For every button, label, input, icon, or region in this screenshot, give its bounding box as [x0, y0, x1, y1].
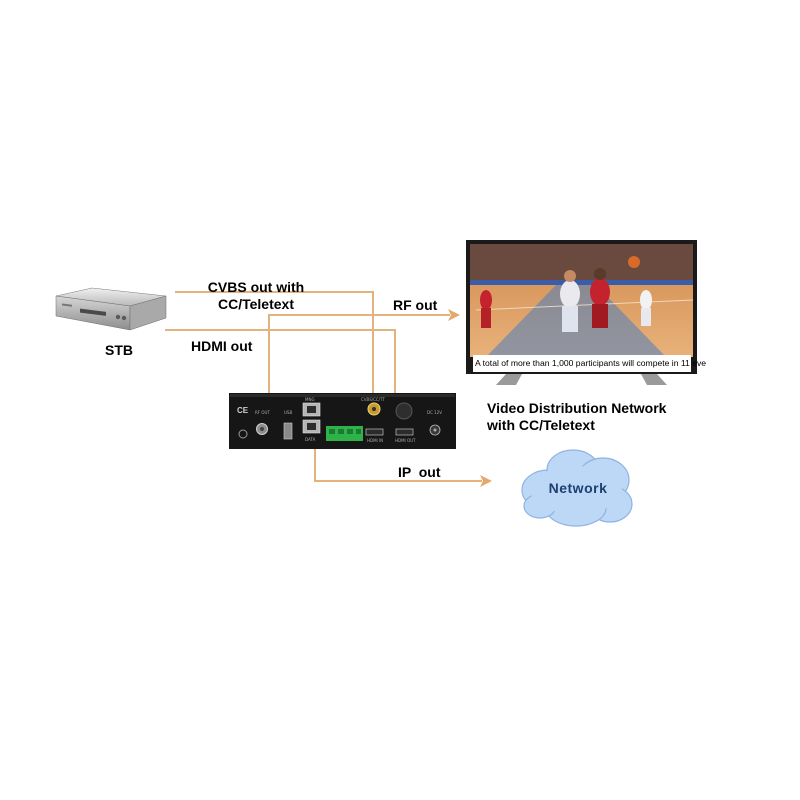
terminal-block [326, 426, 363, 441]
network-label: Network [548, 480, 608, 496]
hdmi-out-port [395, 428, 414, 436]
dc-port-label: DC 12V [427, 410, 442, 415]
rf-wire [268, 314, 450, 316]
rf-out-port-label: RF OUT [255, 410, 270, 415]
cvbs-wire-drop [372, 291, 374, 395]
video-network-line1: Video Distribution Network [487, 400, 667, 416]
hdmi-out-port-label: HDMI OUT [395, 438, 416, 443]
ground-screw [238, 429, 248, 439]
knob [395, 402, 413, 420]
cvbs-wire [175, 291, 373, 293]
network-cloud [521, 449, 633, 527]
stb-label: STB [105, 342, 133, 358]
rf-wire-rise [268, 314, 270, 395]
cvbs-out-label: CVBS out with CC/Teletext [186, 279, 326, 313]
usb-port [283, 422, 293, 440]
ip-wire-drop [314, 447, 316, 481]
hdmi-wire [165, 329, 395, 331]
players [480, 256, 652, 332]
video-network-label: Video Distribution Network with CC/Telet… [487, 400, 666, 434]
ip-wire [314, 480, 482, 482]
cvbs-out-label-line2: CC/Teletext [218, 296, 294, 312]
cvbs-port-label: CVBS/CC/TT [361, 397, 385, 402]
hdmi-in-port [365, 428, 384, 436]
mng-port-label: MNG [305, 397, 315, 402]
hdmi-out-label: HDMI out [191, 338, 253, 354]
data-port-label: DATA [305, 437, 316, 442]
usb-port-label: USB [284, 410, 292, 415]
video-network-line2: with CC/Teletext [487, 417, 595, 433]
encoder-device: CE RF OUT USB MNG DATA CVBS/CC/TT HDMI I… [229, 393, 456, 449]
tv-screen [466, 240, 697, 385]
cvbs-out-label-line1: CVBS out with [207, 279, 305, 295]
hdmi-in-port-label: HDMI IN [367, 438, 383, 443]
ip-arrow-head [480, 475, 492, 487]
hdmi-wire-drop [394, 329, 396, 395]
rf-out-label: RF out [393, 297, 438, 313]
rf-arrow-head [448, 309, 460, 321]
ce-mark: CE [237, 406, 249, 415]
tv-caption: A total of more than 1,000 participants … [473, 355, 706, 372]
ip-out-label: IP out [398, 464, 441, 480]
stb-device [55, 287, 167, 331]
